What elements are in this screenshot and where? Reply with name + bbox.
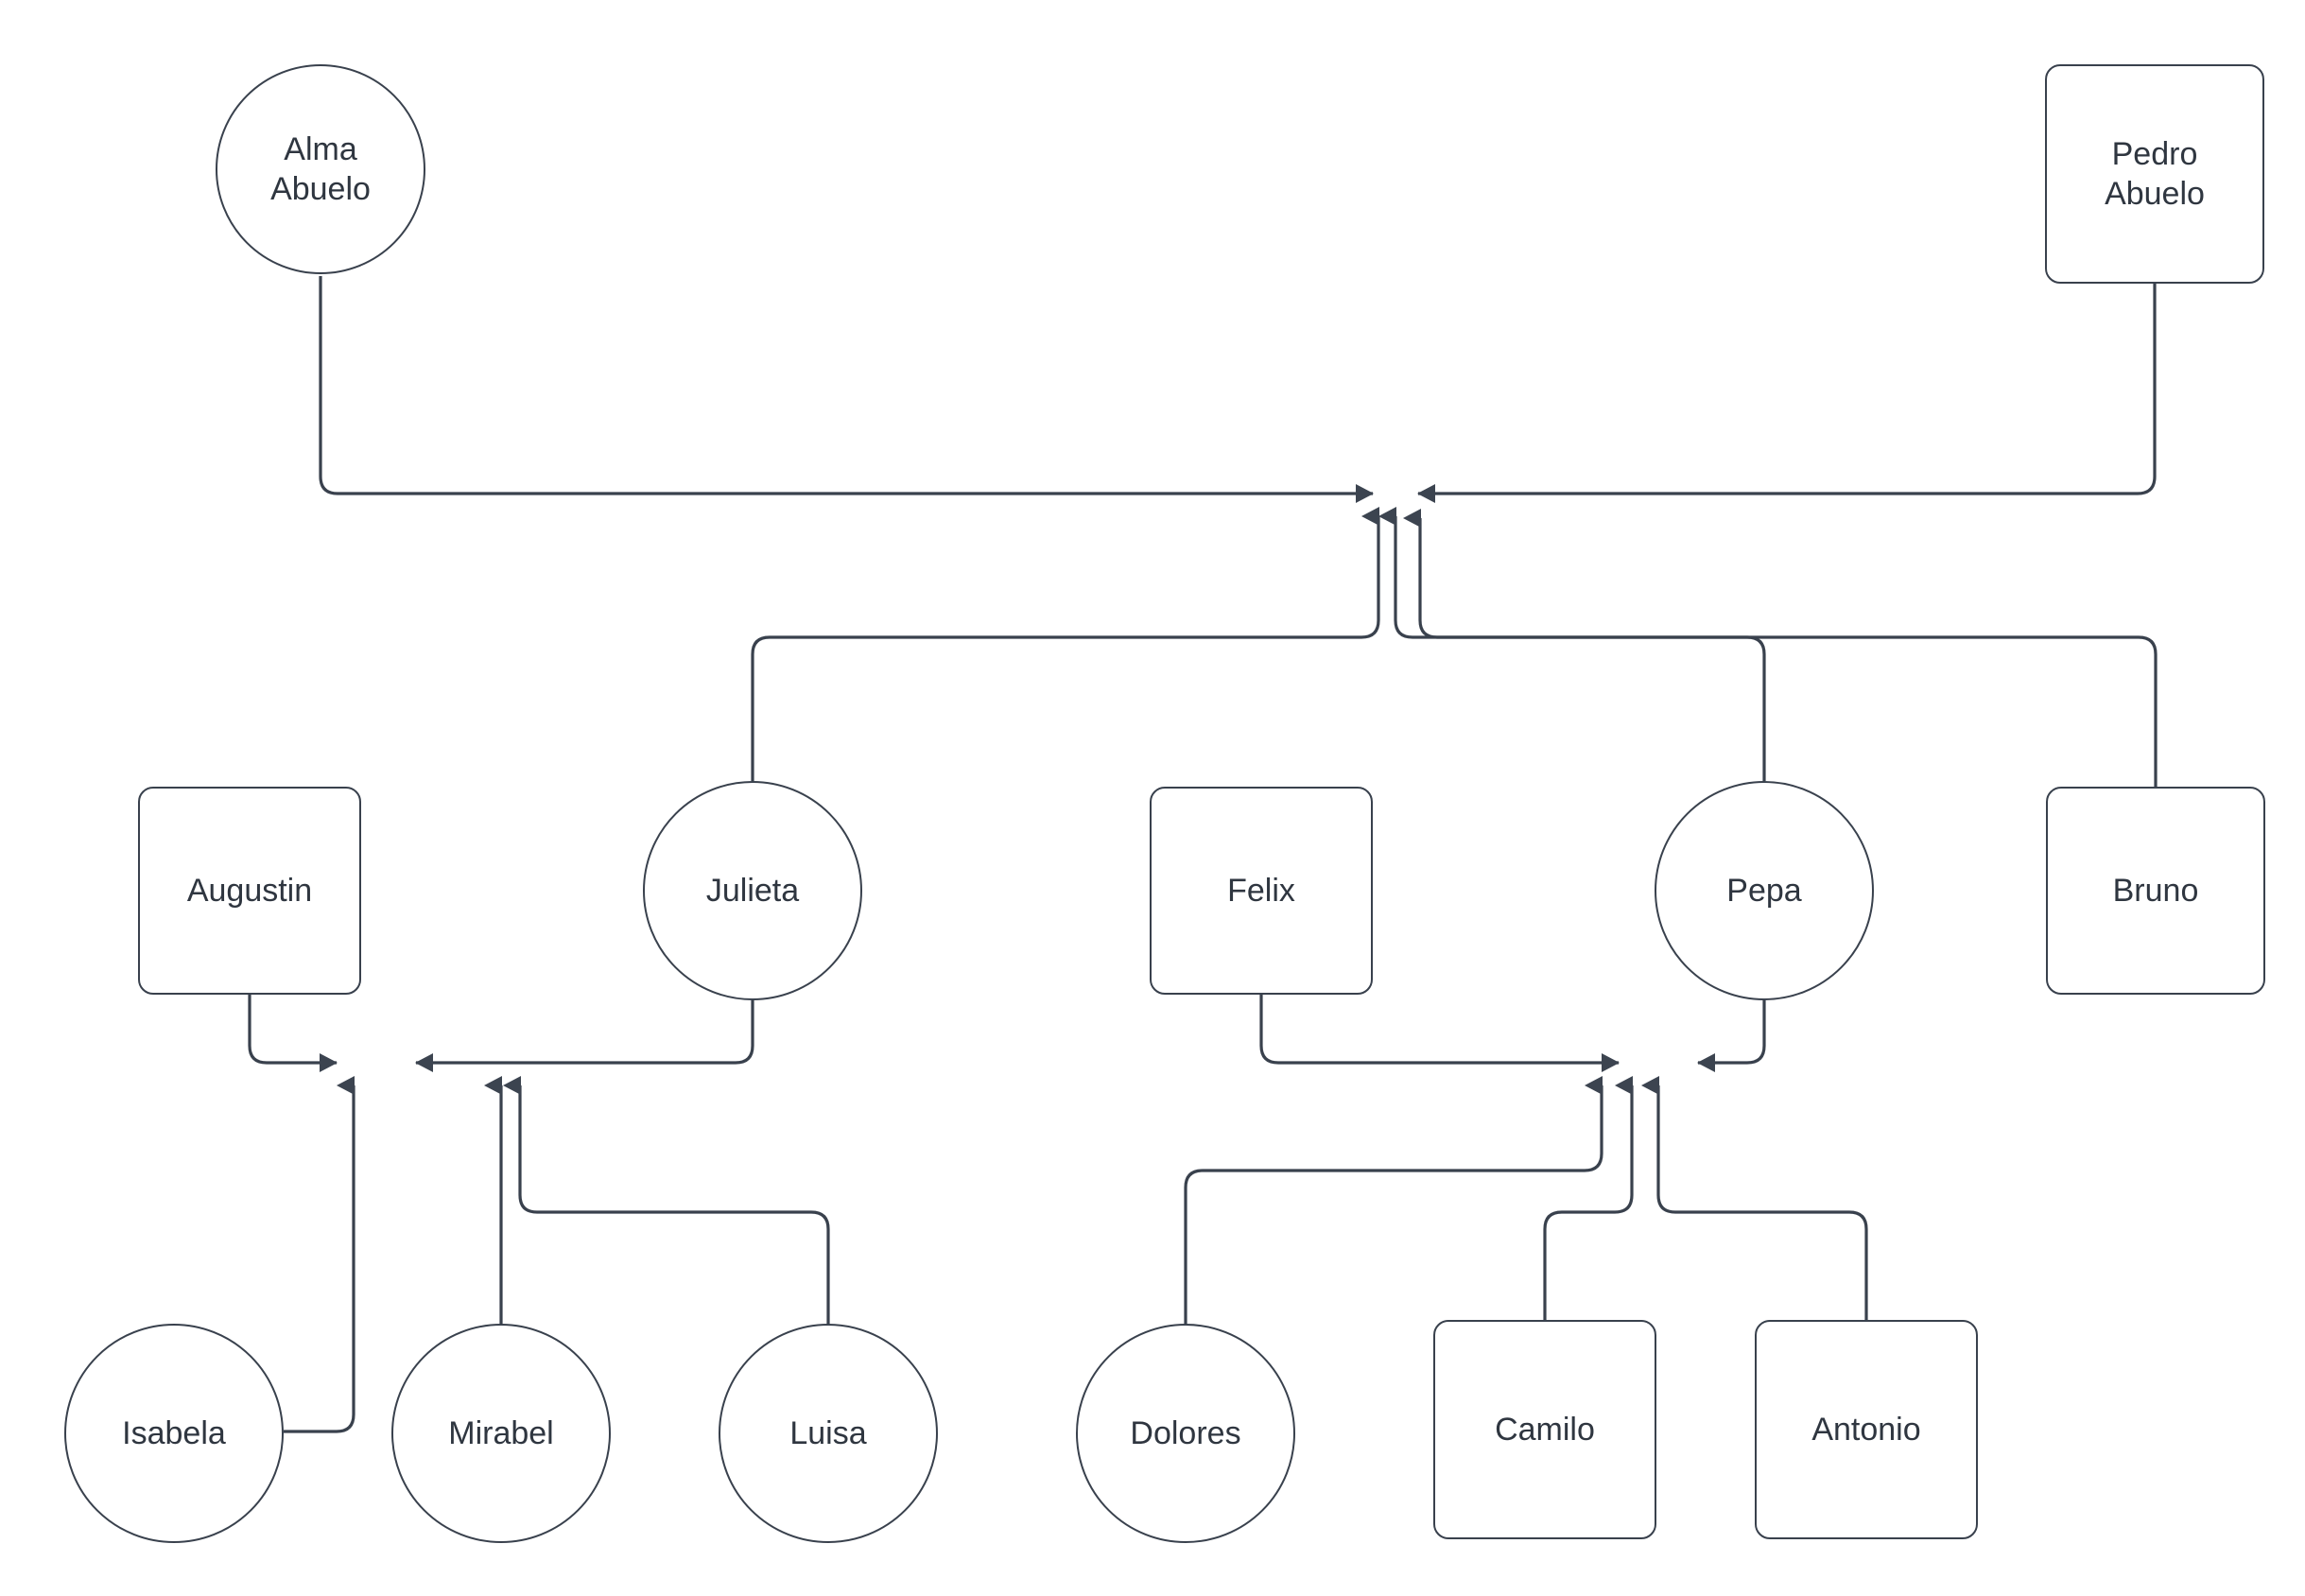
node-alma[interactable]: Alma Abuelo (216, 64, 425, 274)
edge-felix-to-union-right (1259, 995, 1620, 1072)
node-julieta[interactable]: Julieta (643, 781, 862, 1000)
node-felix[interactable]: Felix (1150, 787, 1373, 995)
node-label: Augustin (186, 872, 313, 909)
node-bruno[interactable]: Bruno (2046, 787, 2265, 995)
node-label: Mirabel (448, 1414, 554, 1451)
edge-antonio-to-union-right (1641, 1076, 1868, 1320)
node-antonio[interactable]: Antonio (1755, 1320, 1978, 1539)
node-label: Isabela (122, 1414, 226, 1451)
node-isabela[interactable]: Isabela (64, 1324, 284, 1543)
edge-pepa-to-union-right (1697, 1000, 1766, 1072)
node-label: Antonio (1811, 1411, 1921, 1448)
edge-camilo-to-union-right (1543, 1076, 1634, 1320)
edge-julieta-to-union-left (415, 1000, 754, 1072)
node-mirabel[interactable]: Mirabel (391, 1324, 611, 1543)
node-label: Pepa (1726, 872, 1802, 909)
edge-pedro-to-union (1417, 284, 2157, 503)
node-label: Pedro Abuelo (2105, 135, 2205, 213)
edge-julieta-to-union (751, 507, 1380, 781)
edge-alma-to-union (319, 276, 1374, 503)
node-camilo[interactable]: Camilo (1433, 1320, 1656, 1539)
node-label: Felix (1227, 872, 1295, 909)
node-pedro[interactable]: Pedro Abuelo (2045, 64, 2264, 284)
edge-pepa-to-union (1378, 507, 1766, 781)
node-label: Luisa (789, 1414, 867, 1451)
edge-dolores-to-union-right (1184, 1076, 1603, 1324)
node-label: Camilo (1495, 1411, 1595, 1448)
node-label: Alma Abuelo (270, 130, 371, 208)
node-label: Julieta (705, 872, 800, 909)
edge-isabela-to-union-left (284, 1076, 355, 1433)
edge-augustin-to-union-left (248, 995, 338, 1072)
edge-bruno-to-union (1403, 509, 2158, 787)
node-augustin[interactable]: Augustin (138, 787, 361, 995)
node-luisa[interactable]: Luisa (719, 1324, 938, 1543)
node-label: Dolores (1130, 1414, 1241, 1451)
edge-luisa-to-union-left (503, 1076, 830, 1324)
node-pepa[interactable]: Pepa (1655, 781, 1874, 1000)
node-label: Bruno (2112, 872, 2199, 909)
node-dolores[interactable]: Dolores (1076, 1324, 1295, 1543)
